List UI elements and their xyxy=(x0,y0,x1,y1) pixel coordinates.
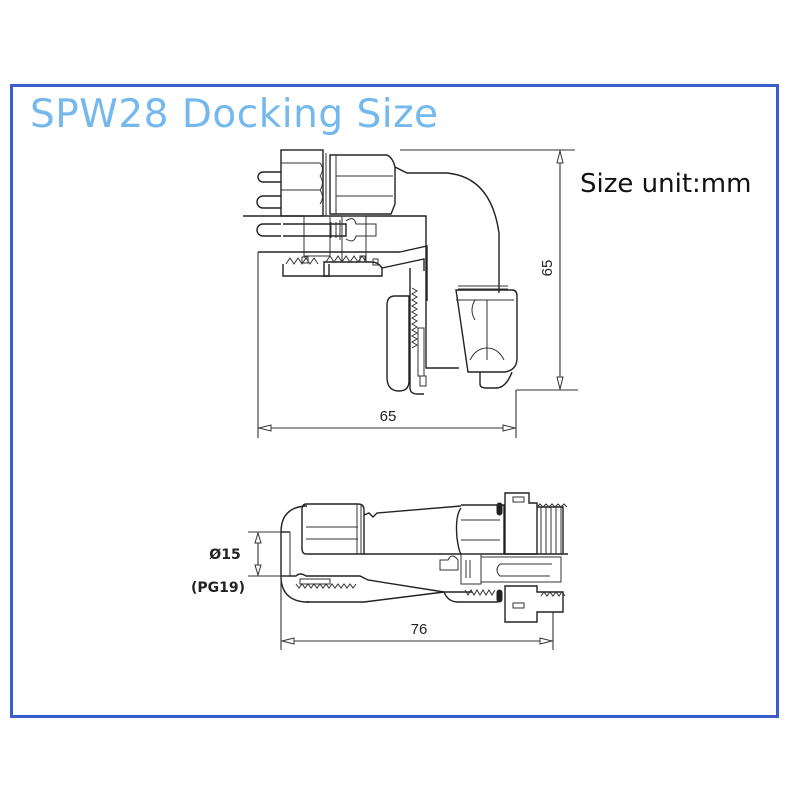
diameter-dimension: Ø15 (PG19) xyxy=(191,531,281,596)
height-dimension-label: 65 xyxy=(539,260,556,277)
width-dimension-label: 65 xyxy=(380,408,397,425)
straight-connector-drawing: Ø15 (PG19) 76 xyxy=(191,492,568,650)
page-title: SPW28 Docking Size xyxy=(30,92,439,137)
elbow-connector-drawing: 65 65 xyxy=(243,149,578,438)
length-dimension-label: 76 xyxy=(411,621,428,638)
length-dimension: 76 xyxy=(280,576,554,650)
cable-diameter-label: Ø15 xyxy=(209,547,240,563)
unit-note: Size unit:mm xyxy=(580,169,752,199)
gland-thread-label: (PG19) xyxy=(191,580,245,596)
height-dimension: 65 xyxy=(400,149,578,391)
width-dimension: 65 xyxy=(257,252,517,438)
